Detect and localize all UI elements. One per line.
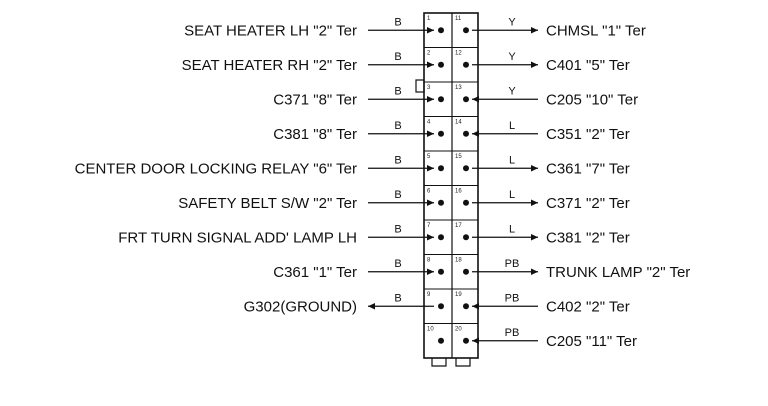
wire-color-code: Y — [508, 85, 516, 97]
pin-number: 12 — [455, 51, 462, 57]
terminal-dot — [438, 130, 444, 137]
terminal-dot — [463, 303, 469, 310]
circuit-label: G302(GROUND) — [244, 298, 357, 315]
circuit-label: C381 "8" Ter — [273, 126, 357, 143]
wire-color-code: L — [509, 189, 515, 201]
circuit-label: C371 "8" Ter — [273, 91, 357, 108]
terminal-dot — [463, 234, 469, 241]
pin-number: 9 — [427, 292, 431, 298]
terminal-dot — [438, 234, 444, 241]
wire-color-code: B — [394, 51, 401, 63]
circuit-label: C401 "5" Ter — [546, 57, 630, 74]
connector-latch — [415, 79, 425, 93]
connector-foot-left — [431, 358, 447, 367]
pin-number: 3 — [427, 85, 431, 91]
circuit-label: C205 "10" Ter — [546, 91, 638, 108]
pin-number: 1 — [427, 16, 431, 22]
pin-number: 2 — [427, 51, 431, 57]
terminal-dot — [438, 199, 444, 206]
terminal-dot — [463, 337, 469, 344]
terminal-dot — [438, 27, 444, 34]
wire-color-code: L — [509, 154, 515, 166]
terminal-dot — [463, 96, 469, 103]
circuit-label: C205 "11" Ter — [546, 333, 637, 350]
circuit-label: C381 "2" Ter — [546, 229, 630, 246]
circuit-label: C371 "2" Ter — [546, 195, 630, 212]
pin-number: 13 — [455, 85, 462, 91]
wire-color-code: PB — [505, 327, 520, 339]
terminal-dot — [463, 199, 469, 206]
wire-color-code: Y — [508, 16, 516, 28]
terminal-dot — [463, 61, 469, 68]
circuit-label: SAFETY BELT S/W "2" Ter — [178, 195, 357, 212]
pin-number: 6 — [427, 189, 431, 195]
circuit-label: TRUNK LAMP "2" Ter — [546, 264, 690, 281]
pin-number: 10 — [427, 327, 434, 333]
wire-color-code: B — [394, 223, 401, 235]
circuit-label: SEAT HEATER LH "2" Ter — [184, 22, 357, 39]
pin-number: 17 — [455, 223, 462, 229]
wire-color-code: B — [394, 154, 401, 166]
terminal-dot — [438, 303, 444, 310]
terminal-dot — [438, 268, 444, 275]
circuit-label: CENTER DOOR LOCKING RELAY "6" Ter — [75, 160, 357, 177]
wire-color-code: B — [394, 189, 401, 201]
terminal-dot — [463, 27, 469, 34]
wire-color-code: Y — [508, 51, 516, 63]
pin-number: 4 — [427, 120, 431, 126]
terminal-dot — [438, 337, 444, 344]
wire-color-code: L — [509, 120, 515, 132]
circuit-label: C351 "2" Ter — [546, 126, 630, 143]
pin-number: 15 — [455, 154, 462, 160]
circuit-label: SEAT HEATER RH "2" Ter — [182, 57, 357, 74]
wire-color-code: B — [394, 258, 401, 270]
pin-number: 18 — [455, 258, 462, 264]
terminal-dot — [438, 61, 444, 68]
wire-color-code: PB — [505, 292, 520, 304]
wire-color-code: L — [509, 223, 515, 235]
terminal-dot — [438, 165, 444, 172]
pin-number: 8 — [427, 258, 431, 264]
circuit-label: C361 "7" Ter — [546, 160, 630, 177]
terminal-dot — [463, 268, 469, 275]
circuit-label: FRT TURN SIGNAL ADD' LAMP LH — [118, 229, 357, 246]
pin-number: 5 — [427, 154, 431, 160]
wire-color-code: B — [394, 16, 401, 28]
terminal-dot — [463, 130, 469, 137]
circuit-label: CHMSL "1" Ter — [546, 22, 646, 39]
pin-number: 11 — [455, 16, 462, 22]
wire-color-code: PB — [505, 258, 520, 270]
wire-color-code: B — [394, 292, 401, 304]
circuit-label: C402 "2" Ter — [546, 298, 630, 315]
pin-number: 16 — [455, 189, 462, 195]
connector-foot-right — [455, 358, 471, 367]
pin-number: 19 — [455, 292, 462, 298]
terminal-dot — [438, 96, 444, 103]
terminal-dot — [463, 165, 469, 172]
circuit-label: C361 "1" Ter — [273, 264, 357, 281]
pin-number: 14 — [455, 120, 462, 126]
pin-number: 7 — [427, 223, 431, 229]
pin-number: 20 — [455, 327, 462, 333]
wire-color-code: B — [394, 85, 401, 97]
wire-color-code: B — [394, 120, 401, 132]
